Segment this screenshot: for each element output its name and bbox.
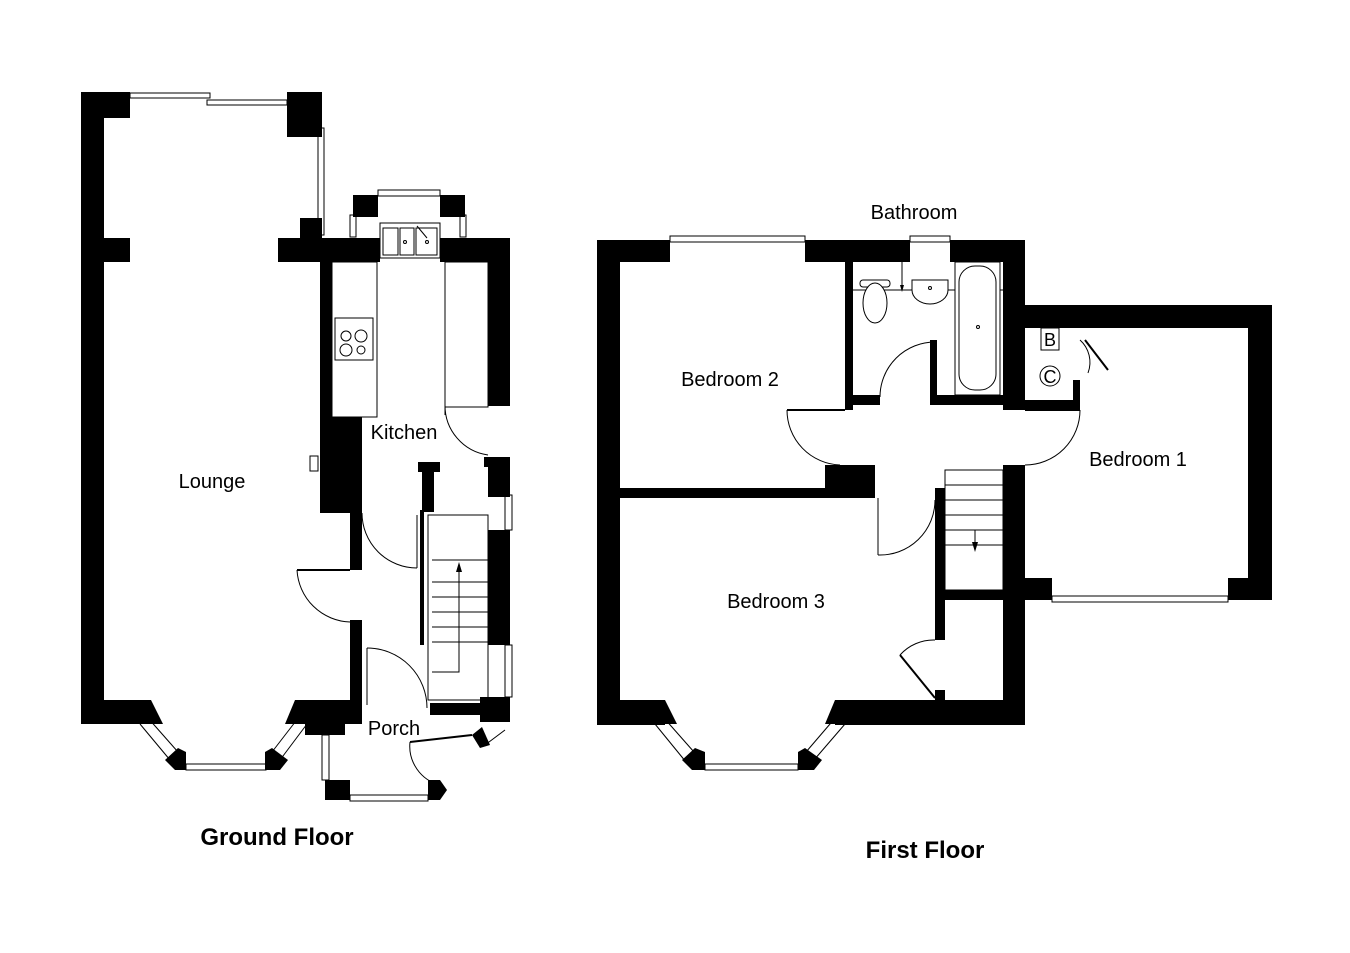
room-label-bedroom-2: Bedroom 2 bbox=[681, 369, 779, 391]
cupboard-fittings: B C bbox=[1039, 327, 1061, 387]
room-label-porch: Porch bbox=[368, 718, 420, 740]
room-label-lounge: Lounge bbox=[179, 471, 246, 493]
kitchen-fittings bbox=[309, 222, 489, 472]
ground-floor-plan: Lounge Kitchen Porch Ground Floor bbox=[81, 92, 513, 851]
boiler-label: B bbox=[1044, 330, 1056, 350]
bathroom-pointer-arrow-icon bbox=[900, 285, 904, 292]
walls bbox=[81, 92, 510, 800]
room-label-bedroom-1: Bedroom 1 bbox=[1089, 449, 1187, 471]
windows bbox=[654, 235, 1229, 771]
hob-icon bbox=[334, 317, 374, 361]
doors bbox=[786, 339, 1109, 699]
sink-icon bbox=[379, 222, 441, 259]
windows bbox=[129, 92, 513, 802]
room-label-bathroom: Bathroom bbox=[871, 202, 958, 224]
first-floor-plan: B C Bathroom Bedroom bbox=[597, 202, 1272, 864]
doors bbox=[296, 404, 489, 786]
staircase bbox=[427, 514, 489, 701]
ground-floor-title: Ground Floor bbox=[200, 824, 353, 851]
stair-down-arrow-icon bbox=[972, 542, 978, 552]
toilet-icon bbox=[859, 279, 891, 324]
bath-icon bbox=[954, 261, 1001, 396]
stair-up-arrow-icon bbox=[456, 562, 462, 572]
first-floor-title: First Floor bbox=[866, 837, 985, 864]
staircase bbox=[944, 469, 1004, 591]
basin-icon bbox=[911, 279, 949, 305]
cylinder-label: C bbox=[1044, 367, 1057, 387]
walls bbox=[597, 240, 1272, 770]
room-label-bedroom-3: Bedroom 3 bbox=[727, 591, 825, 613]
room-label-kitchen: Kitchen bbox=[371, 422, 438, 444]
bathroom-fittings bbox=[853, 261, 1003, 396]
